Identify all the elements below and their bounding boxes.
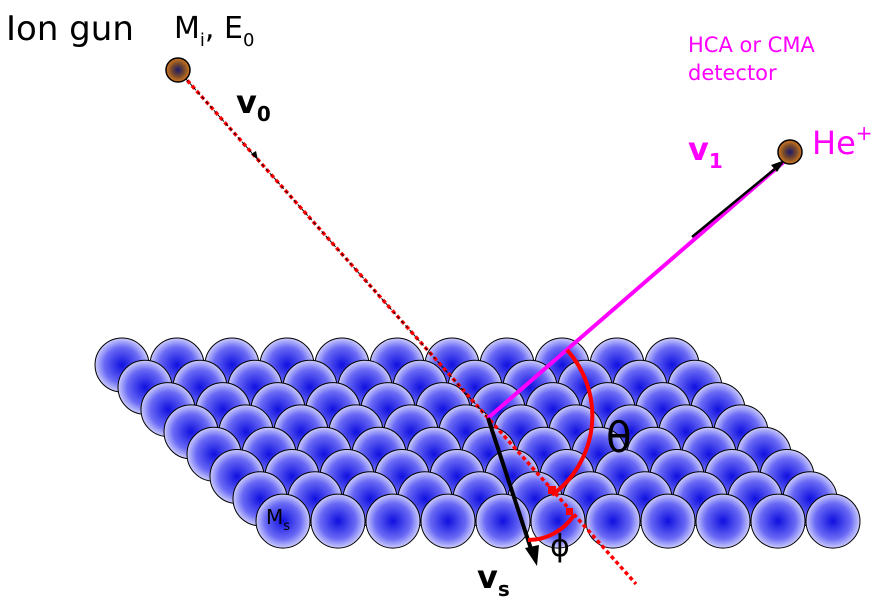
recoil-vector-line (486, 417, 535, 556)
surface-atom (640, 493, 696, 549)
vs-label: vs (477, 558, 510, 601)
surface-atom (695, 493, 751, 549)
surface-atom (805, 493, 861, 549)
incident-arrow-mark (251, 151, 258, 160)
phi-marker (566, 508, 573, 515)
ion-gun-label: Ion gun (6, 9, 134, 49)
recoil-arrowhead (525, 545, 539, 566)
surface-atom (365, 493, 421, 549)
surface-atom (420, 493, 476, 549)
detector-label-line1: HCA or CMA (688, 33, 815, 57)
detector-label-line2: detector (688, 61, 777, 85)
surface-atom (750, 493, 806, 549)
surface-mass-label: Ms (266, 505, 290, 534)
phi-arc (527, 513, 576, 542)
scattered-arrowhead (771, 160, 785, 172)
ion-mass-label: Mi, E0 (174, 11, 254, 51)
v1-label: v1 (688, 130, 723, 173)
ion-gun-particle (165, 57, 191, 83)
surface-atom (310, 493, 366, 549)
detected-particle (777, 139, 803, 165)
v0-label: v0 (236, 83, 271, 126)
surface-atom (585, 493, 641, 549)
scattered-beam (486, 158, 788, 420)
scattered-arrow-line (691, 162, 783, 238)
theta-arc (550, 348, 595, 497)
phi-label: ϕ (550, 529, 570, 564)
surface-atom-lattice (94, 337, 861, 549)
helium-ion-label: He+ (812, 121, 873, 162)
theta-right-marker (548, 486, 556, 494)
theta-label: θ (606, 413, 632, 462)
surface-atom (255, 493, 311, 549)
